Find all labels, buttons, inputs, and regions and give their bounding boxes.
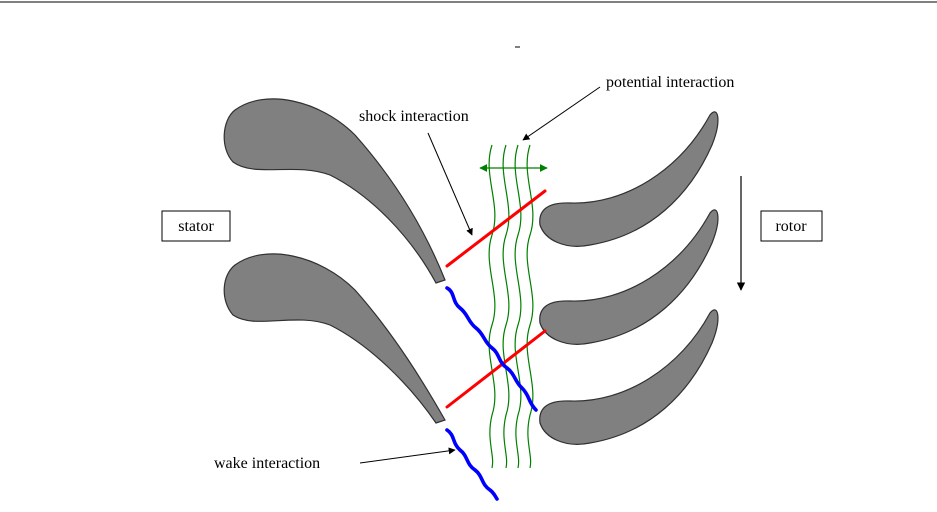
rotor-blade-3 xyxy=(539,309,719,445)
rotor-label: rotor xyxy=(775,218,807,235)
shock-lines xyxy=(445,189,547,409)
stator-label: stator xyxy=(178,218,214,235)
potential-interaction-label: potential interaction xyxy=(606,74,734,91)
stator-blades xyxy=(223,98,446,424)
stator-blade-lower xyxy=(223,253,446,424)
wake-lines xyxy=(445,286,538,501)
potential-wave-line-1 xyxy=(488,144,496,469)
wake-line-lower xyxy=(445,428,499,501)
potential-wave-line-3 xyxy=(514,144,522,469)
shock-interaction-label: shock interaction xyxy=(359,108,469,125)
rotor-blades xyxy=(539,111,719,445)
stator-blade-upper xyxy=(223,98,446,284)
potential-wave-line-2 xyxy=(502,144,510,469)
shock-line-upper xyxy=(445,189,547,268)
potential-leader-arrow xyxy=(522,86,601,141)
wake-leader-arrow xyxy=(359,447,456,464)
wake-interaction-label: wake interaction xyxy=(214,455,320,472)
stator-label-box: stator xyxy=(161,210,231,242)
potential-wave-line-4 xyxy=(526,144,534,469)
shock-leader-arrow xyxy=(427,132,473,236)
wake-line-upper xyxy=(445,286,538,412)
rotor-blade-2 xyxy=(539,209,719,345)
potential-wave-lines xyxy=(488,144,534,469)
rotor-blade-1 xyxy=(539,111,719,247)
shock-line-lower xyxy=(445,329,547,409)
rotor-label-box: rotor xyxy=(760,210,823,242)
